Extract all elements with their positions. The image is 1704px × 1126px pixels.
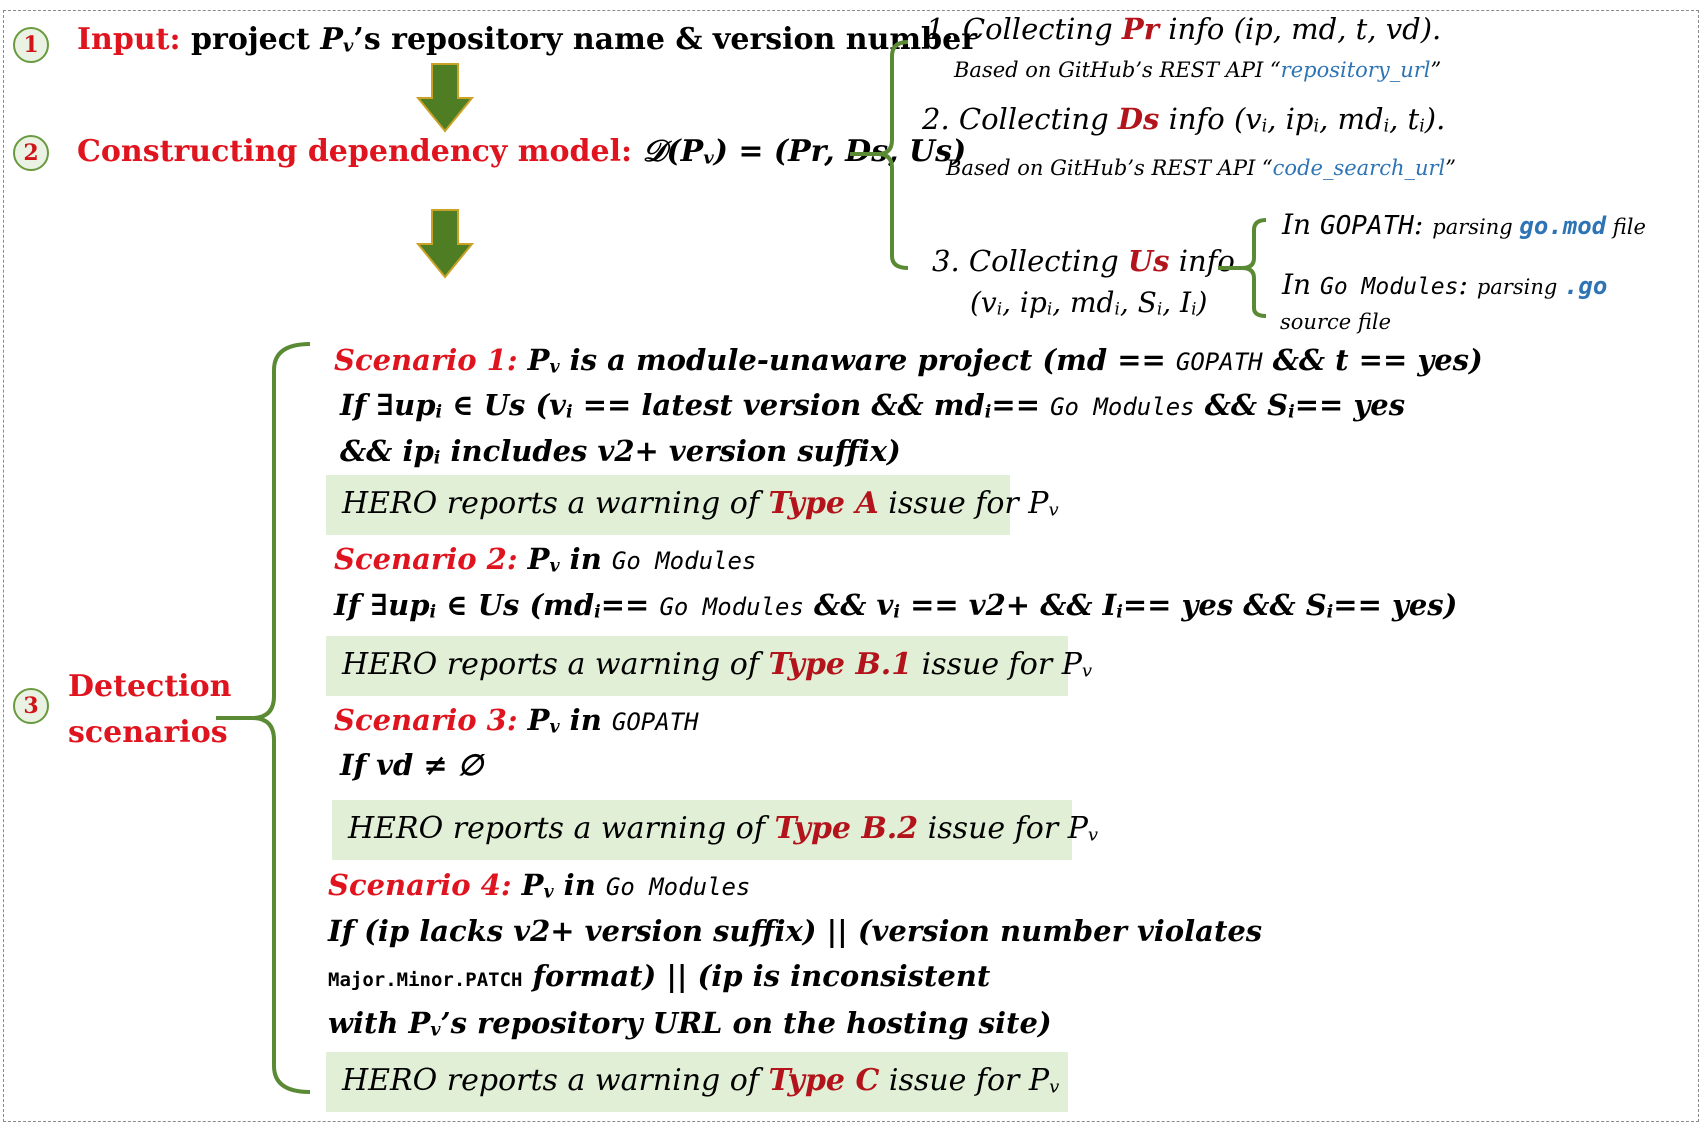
step-2-label: Constructing dependency model: — [77, 134, 633, 169]
gomodules-parse-cont: source file — [1280, 310, 1391, 334]
scenario-1-title: Scenario 1: Pv is a module-unaware proje… — [334, 343, 1483, 378]
scenarios-brace — [216, 342, 311, 1094]
scenario-2-title: Scenario 2: Pv in Go Modules — [334, 542, 757, 577]
scenario-2-result: HERO reports a warning of Type B.1 issue… — [326, 636, 1092, 696]
step-2-badge: 2 — [13, 135, 49, 171]
scenario-4-result: HERO reports a warning of Type C issue f… — [326, 1052, 1068, 1112]
collect-ds-note: Based on GitHub’s REST API “code_search_… — [946, 156, 1457, 180]
scenario-1-condition-cont: && ipi includes v2+ version suffix) — [340, 434, 901, 469]
collect-ds: 2. Collecting Ds info (vi, ipi, mdi, ti)… — [922, 102, 1446, 137]
scenario-1-result: HERO reports a warning of Type A issue f… — [326, 475, 1059, 535]
scenario-4-condition-end: with Pv’s repository URL on the hosting … — [328, 1006, 1052, 1041]
collect-us: 3. Collecting Us info — [932, 244, 1235, 278]
scenario-3-condition: If vd ≠ ∅ — [340, 748, 484, 782]
collect-pr: 1. Collecting Pr info (ip, md, t, vd). — [926, 12, 1442, 46]
step-1-label: Input: — [77, 22, 181, 57]
step-3-badge: 3 — [13, 688, 49, 724]
repository-url-link: repository_url — [1280, 58, 1431, 82]
diagram-frame — [3, 10, 1699, 1122]
go-source-file: .go — [1563, 272, 1608, 300]
collect-pr-note: Based on GitHub’s REST API “repository_u… — [954, 58, 1442, 82]
scenario-4-condition-cont: Major.Minor.PATCH format) || (ip is inco… — [328, 959, 991, 993]
scenario-4-title: Scenario 4: Pv in Go Modules — [328, 868, 751, 903]
scenario-2-condition: If ∃upi ∈ Us (mdi== Go Modules && vi == … — [334, 588, 1458, 623]
code-search-url-link: code_search_url — [1272, 156, 1446, 180]
collection-brace — [850, 40, 909, 270]
gopath-parse: In GOPATH: parsing go.mod file — [1282, 208, 1646, 241]
dependency-formula: 𝒟(Pv) = (Pr, Ds, Us) — [642, 134, 967, 169]
gomodules-parse: In Go Modules: parsing .go — [1282, 268, 1608, 301]
go-mod-file: go.mod — [1519, 212, 1607, 240]
scenario-3-result: HERO reports a warning of Type B.2 issue… — [332, 800, 1098, 860]
step-2-heading: Constructing dependency model: 𝒟(Pv) = (… — [77, 134, 966, 169]
step-1-badge: 1 — [13, 27, 49, 63]
down-arrow-icon — [416, 63, 474, 133]
step-1-text: project Pv’s repository name & version n… — [191, 22, 978, 57]
scenario-3-title: Scenario 3: Pv in GOPATH — [334, 703, 699, 738]
scenario-1-condition: If ∃upi ∈ Us (vi == latest version && md… — [340, 388, 1406, 423]
down-arrow-icon — [416, 209, 474, 279]
us-brace — [1218, 218, 1267, 318]
collect-us-fields: (vi, ipi, mdi, Si, Ii) — [970, 286, 1208, 319]
step-1-heading: Input: project Pv’s repository name & ve… — [77, 22, 977, 57]
scenario-4-condition: If (ip lacks v2+ version suffix) || (ver… — [328, 914, 1263, 948]
